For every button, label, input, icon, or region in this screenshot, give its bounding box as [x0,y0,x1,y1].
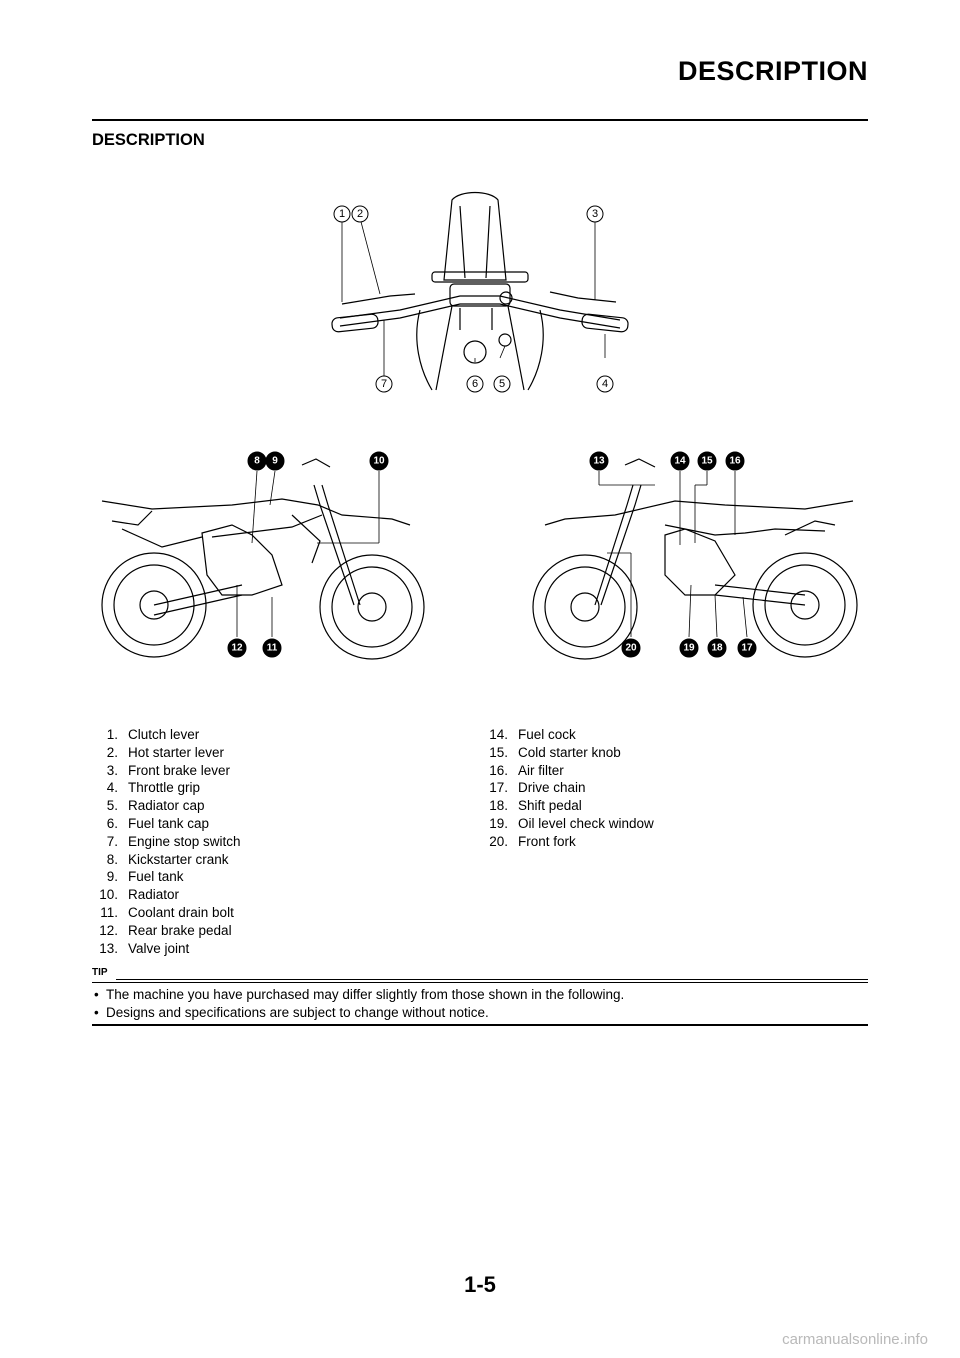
callout-14: 14 [671,452,689,470]
legend-item: 12.Rear brake pedal [94,922,241,940]
page-number: 1-5 [0,1272,960,1298]
svg-text:5: 5 [499,378,505,390]
handlebar-top-view-illustration: 1 2 3 4 5 6 7 [320,190,640,400]
svg-text:19: 19 [683,643,695,654]
callout-19: 19 [680,639,698,657]
callout-16: 16 [726,452,744,470]
section-heading: DESCRIPTION [92,131,205,150]
legend-item: 18.Shift pedal [484,797,654,815]
svg-text:4: 4 [602,378,608,390]
callout-13: 13 [590,452,608,470]
svg-text:2: 2 [357,208,363,220]
legend-item: 1.Clutch lever [94,726,241,744]
legend-item: 14.Fuel cock [484,726,654,744]
svg-text:14: 14 [674,456,686,467]
svg-text:10: 10 [373,456,385,467]
callout-17: 17 [738,639,756,657]
svg-text:18: 18 [711,643,723,654]
legend-item: 5.Radiator cap [94,797,241,815]
callout-10: 10 [370,452,388,470]
callout-18: 18 [708,639,726,657]
legend-item: 8.Kickstarter crank [94,851,241,869]
callout-8: 8 [248,452,266,470]
svg-text:20: 20 [625,643,637,654]
svg-text:12: 12 [231,643,243,654]
svg-text:17: 17 [741,643,753,654]
callout-2: 2 [352,206,368,222]
tip-divider [92,982,868,983]
tip-label: TIP [92,967,108,978]
callout-11: 11 [263,639,281,657]
tip-divider [116,979,868,980]
legend-right-column: 14.Fuel cock 15.Cold starter knob 16.Air… [484,726,654,851]
tip-item: •Designs and specifications are subject … [92,1004,624,1022]
legend-item: 6.Fuel tank cap [94,815,241,833]
legend-left-column: 1.Clutch lever 2.Hot starter lever 3.Fro… [94,726,241,957]
tip-divider [92,1024,868,1026]
legend-item: 2.Hot starter lever [94,744,241,762]
legend-item: 17.Drive chain [484,779,654,797]
tip-body: •The machine you have purchased may diff… [92,986,624,1022]
svg-text:1: 1 [339,208,345,220]
callout-6: 6 [467,376,483,392]
callout-12: 12 [228,639,246,657]
legend-item: 7.Engine stop switch [94,833,241,851]
callout-15: 15 [698,452,716,470]
svg-text:6: 6 [472,378,478,390]
svg-text:3: 3 [592,208,598,220]
callout-7: 7 [376,376,392,392]
callout-4: 4 [597,376,613,392]
svg-text:7: 7 [381,378,387,390]
legend-item: 20.Front fork [484,833,654,851]
legend-item: 3.Front brake lever [94,762,241,780]
svg-text:15: 15 [701,456,713,467]
watermark: carmanualsonline.info [782,1331,928,1348]
svg-text:13: 13 [593,456,605,467]
legend-item: 4.Throttle grip [94,779,241,797]
header-divider [92,119,868,121]
legend-item: 15.Cold starter knob [484,744,654,762]
svg-text:11: 11 [267,643,278,654]
legend-item: 11.Coolant drain bolt [94,904,241,922]
callout-3: 3 [587,206,603,222]
legend-item: 10.Radiator [94,886,241,904]
callout-1: 1 [334,206,350,222]
svg-text:8: 8 [254,456,260,467]
right-side-view-illustration: 13 14 15 16 17 18 19 20 [515,445,865,670]
tip-item: •The machine you have purchased may diff… [92,986,624,1004]
legend-item: 9.Fuel tank [94,868,241,886]
page-header-title: DESCRIPTION [678,56,868,87]
svg-text:16: 16 [729,456,741,467]
legend-item: 13.Valve joint [94,940,241,958]
legend-item: 16.Air filter [484,762,654,780]
callout-20: 20 [622,639,640,657]
callout-5: 5 [494,376,510,392]
left-side-view-illustration: 8 9 10 11 12 [92,445,442,670]
legend-item: 19.Oil level check window [484,815,654,833]
callout-9: 9 [266,452,284,470]
svg-text:9: 9 [272,456,278,467]
